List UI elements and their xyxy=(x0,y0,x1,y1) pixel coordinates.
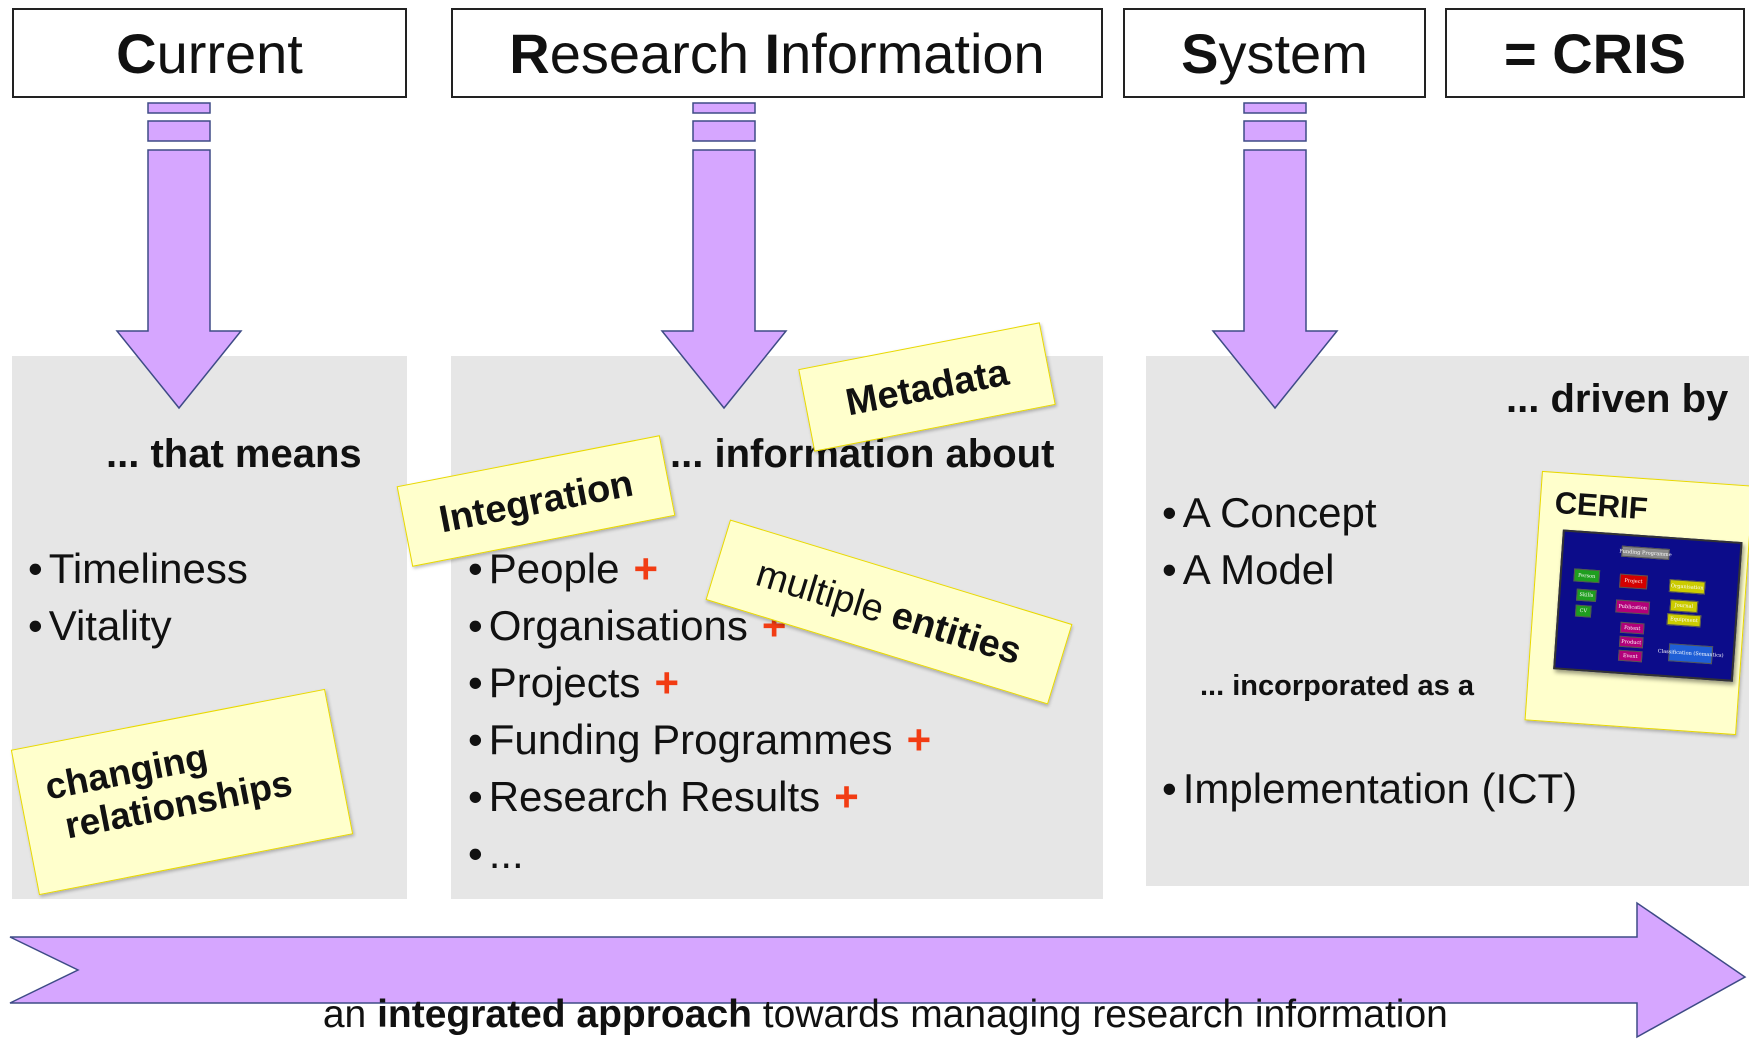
plus-mark: + xyxy=(906,716,932,763)
cerif-entity-box: Journal xyxy=(1669,599,1699,614)
system-list: A Concept A Model xyxy=(1162,484,1377,598)
current-list: Timeliness Vitality xyxy=(28,540,248,654)
list-item: Funding Programmes+ xyxy=(468,711,931,768)
list-item: A Concept xyxy=(1162,484,1377,541)
cerif-entity-box: Project xyxy=(1619,573,1648,590)
cerif-entity-box: Funding Programme xyxy=(1619,545,1672,560)
cerif-card: CERIF Funding Programme Person Project O… xyxy=(1524,470,1749,736)
cerif-entity-box: CV xyxy=(1574,604,1592,618)
current-heading: ... that means xyxy=(106,432,362,476)
incorporated-label: ... incorporated as a xyxy=(1200,670,1474,702)
cerif-entity-box: Publication xyxy=(1615,599,1651,615)
cerif-entity-box: Patent xyxy=(1619,621,1645,635)
list-item: People+ xyxy=(468,540,931,597)
cerif-entity-box: Equipment xyxy=(1666,613,1702,628)
cerif-entity-box: Person xyxy=(1573,568,1601,584)
list-item: ... xyxy=(468,825,931,882)
cerif-title: CERIF xyxy=(1553,484,1649,527)
cerif-entity-box: Event xyxy=(1617,649,1643,663)
list-item: Timeliness xyxy=(28,540,248,597)
system-list-implementation: Implementation (ICT) xyxy=(1162,760,1577,817)
list-item: Vitality xyxy=(28,597,248,654)
cerif-model-image: Funding Programme Person Project Organis… xyxy=(1553,529,1743,682)
list-item: Implementation (ICT) xyxy=(1162,760,1577,817)
cerif-entity-box: Classification (Semantics) xyxy=(1658,643,1724,665)
cerif-entity-box: Product xyxy=(1618,635,1644,649)
list-item: A Model xyxy=(1162,541,1377,598)
footer-text: an integrated approach towards managing … xyxy=(322,993,1448,1036)
down-arrow-research xyxy=(660,102,788,410)
down-arrow-system xyxy=(1211,102,1339,410)
system-heading: ... driven by xyxy=(1506,377,1729,421)
list-item: Organisations+ xyxy=(468,597,931,654)
header-cris: = CRIS xyxy=(1445,8,1745,98)
cerif-entity-box: Skills xyxy=(1576,588,1597,602)
plus-mark: + xyxy=(834,773,859,820)
plus-mark: + xyxy=(654,659,679,706)
down-arrow-current xyxy=(115,102,243,410)
plus-mark: + xyxy=(633,545,659,592)
list-item: Projects+ xyxy=(468,654,931,711)
cerif-entity-box: Organisation xyxy=(1668,579,1706,595)
list-item: Research Results+ xyxy=(468,768,931,825)
research-list: People+ Organisations+ Projects+ Funding… xyxy=(468,540,931,882)
